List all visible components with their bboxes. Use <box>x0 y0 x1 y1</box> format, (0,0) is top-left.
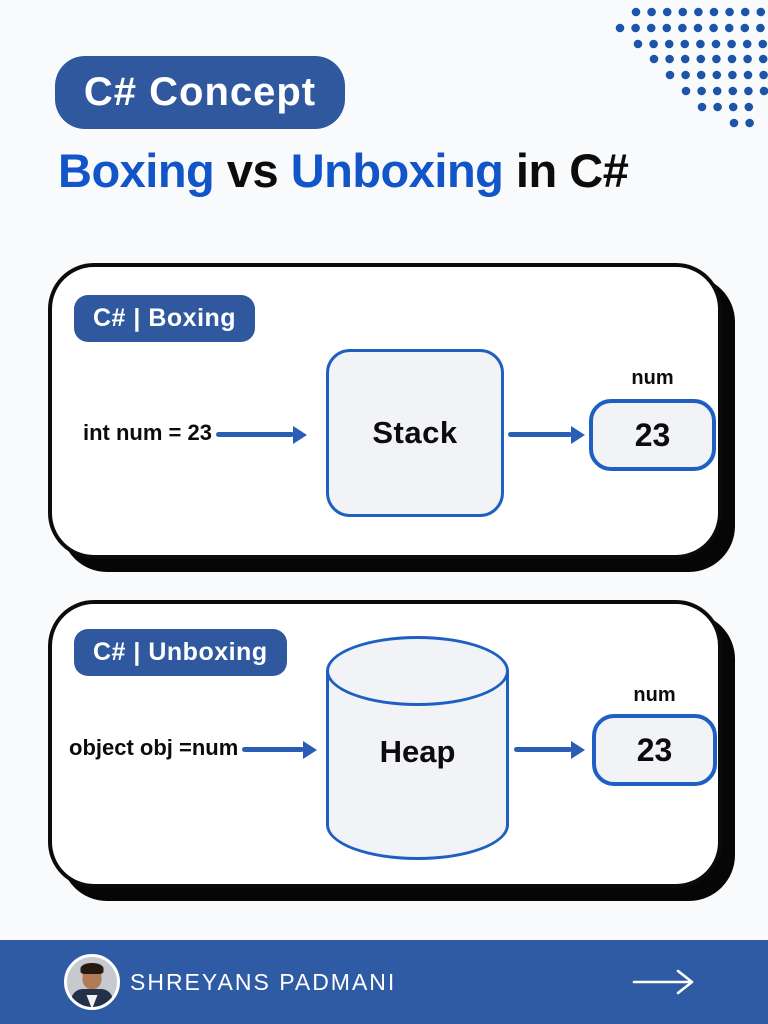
dot-pattern-decoration <box>615 7 768 128</box>
stack-box: Stack <box>326 349 504 517</box>
unboxing-result-name: num <box>633 684 676 706</box>
right-arrow-icon[interactable] <box>630 967 700 997</box>
author-name: SHREYANS PADMANI <box>130 968 397 995</box>
arrow-to-stack <box>216 432 294 437</box>
boxing-result-value-box: 23 <box>589 399 716 471</box>
avatar-shirt <box>86 995 98 1007</box>
footer-bar: SHREYANS PADMANI <box>0 940 768 1024</box>
title-part-boxing: Boxing <box>58 144 215 197</box>
avatar-head <box>80 963 104 989</box>
author-avatar <box>64 954 120 1010</box>
boxing-card: C# | Boxing int num = 23 Stack num 23 <box>48 263 722 559</box>
heap-cylinder: Heap <box>326 636 509 860</box>
unboxing-card: C# | Unboxing object obj =num Heap num 2… <box>48 600 722 888</box>
unboxing-card-badge: C# | Unboxing <box>74 629 287 676</box>
arrow-to-unboxed-value <box>514 747 572 752</box>
boxing-input-label: int num = 23 <box>83 420 212 445</box>
title-part-in-csharp: in C# <box>503 144 629 197</box>
page-title: Boxing vs Unboxing in C# <box>58 143 758 198</box>
concept-badge: C# Concept <box>55 56 345 129</box>
title-part-unboxing: Unboxing <box>290 144 504 197</box>
boxing-result-name: num <box>631 367 674 389</box>
arrow-to-boxed-value <box>508 432 572 437</box>
boxing-card-badge: C# | Boxing <box>74 295 256 342</box>
unboxing-input-label: object obj =num <box>69 735 239 760</box>
heap-label: Heap <box>379 734 456 769</box>
arrow-to-heap <box>242 747 304 752</box>
unboxing-result-value-box: 23 <box>592 714 717 786</box>
stack-label: Stack <box>372 415 458 450</box>
title-part-vs: vs <box>214 144 291 197</box>
heap-cylinder-top <box>326 636 509 706</box>
